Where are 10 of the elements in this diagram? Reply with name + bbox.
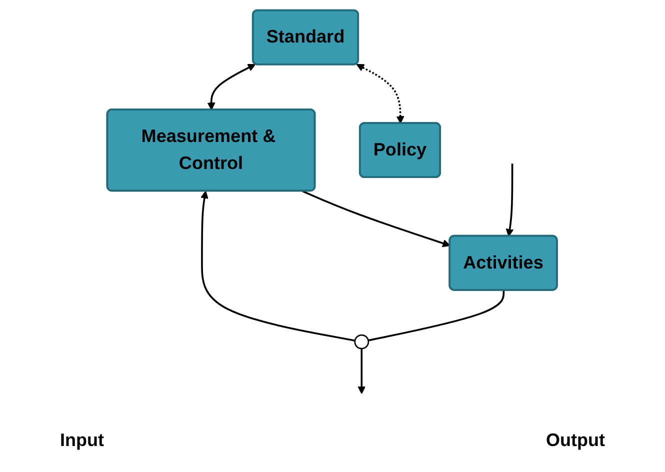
arrow [506, 163, 514, 236]
connector [368, 290, 506, 341]
io-label: Input [60, 430, 104, 451]
arrow [302, 190, 451, 247]
arrow [358, 348, 366, 394]
arrow [356, 64, 405, 124]
arrow [208, 64, 256, 110]
node-circle [354, 334, 370, 349]
arrow [200, 190, 356, 341]
io-label: Output [546, 430, 605, 451]
